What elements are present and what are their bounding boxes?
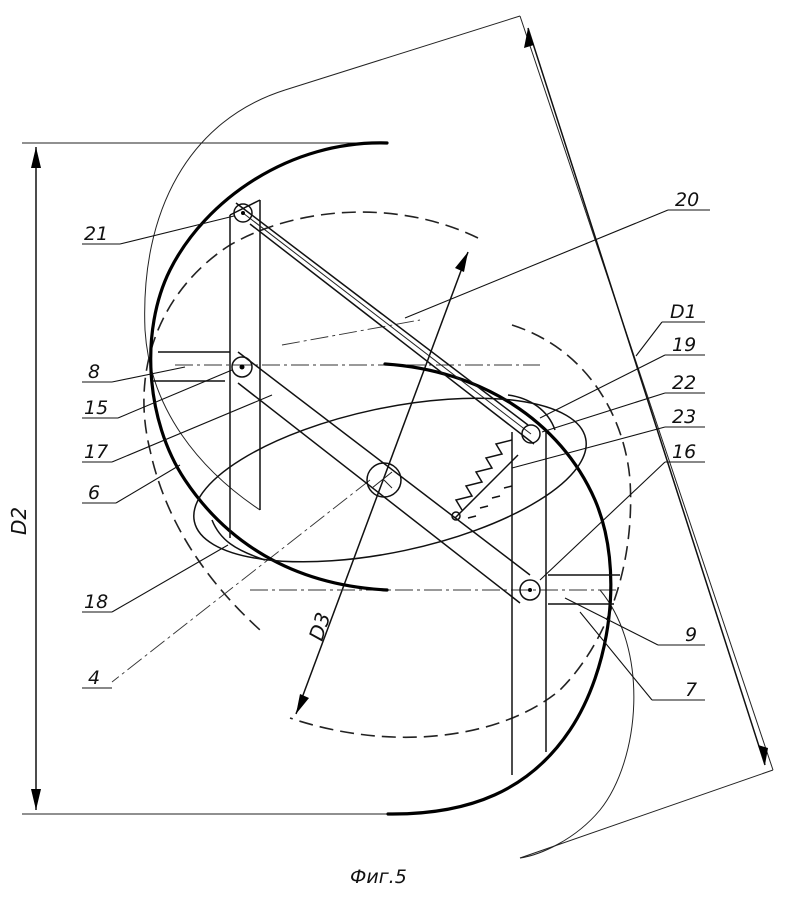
d2-dimension [22,142,395,815]
label-d3: D3 [304,609,336,643]
label-20: 20 [675,189,699,211]
frame-bars [229,199,547,775]
outer-construction-arcs [144,15,774,859]
pivot-22 [521,424,541,444]
spring [451,439,519,521]
dashed-rotor-circle [143,211,632,739]
pivot-21 [233,203,253,223]
upper-link [235,202,535,445]
label-17: 17 [84,441,108,463]
d3-dimension [295,251,469,715]
label-21: 21 [84,223,108,245]
label-d2: D2 [7,507,31,535]
label-6: 6 [88,482,100,504]
label-19: 19 [672,334,696,356]
label-8: 8 [88,361,100,383]
label-22: 22 [672,372,696,394]
pivot-15 [231,356,253,378]
label-9: 9 [685,624,697,646]
label-18: 18 [84,591,108,613]
blade-upper-left [149,141,389,592]
central-disc [193,397,587,563]
d1-dimension [524,27,768,766]
label-d1: D1 [670,301,697,323]
pivots [231,203,541,601]
label-16: 16 [672,441,696,463]
label-15: 15 [84,397,108,419]
label-7: 7 [685,679,697,701]
label-4: 4 [88,667,100,689]
pivot-16 [519,579,541,601]
callout-labels: 21 20 D1 19 22 23 16 8 15 17 6 18 4 9 7 … [7,189,699,701]
pivot-4-hub [366,462,402,498]
label-23: 23 [672,406,696,428]
figure-caption: Фиг.5 [350,866,407,888]
center-lines [111,319,620,683]
blade-lower-right [383,362,620,816]
leader-lines [82,209,710,701]
